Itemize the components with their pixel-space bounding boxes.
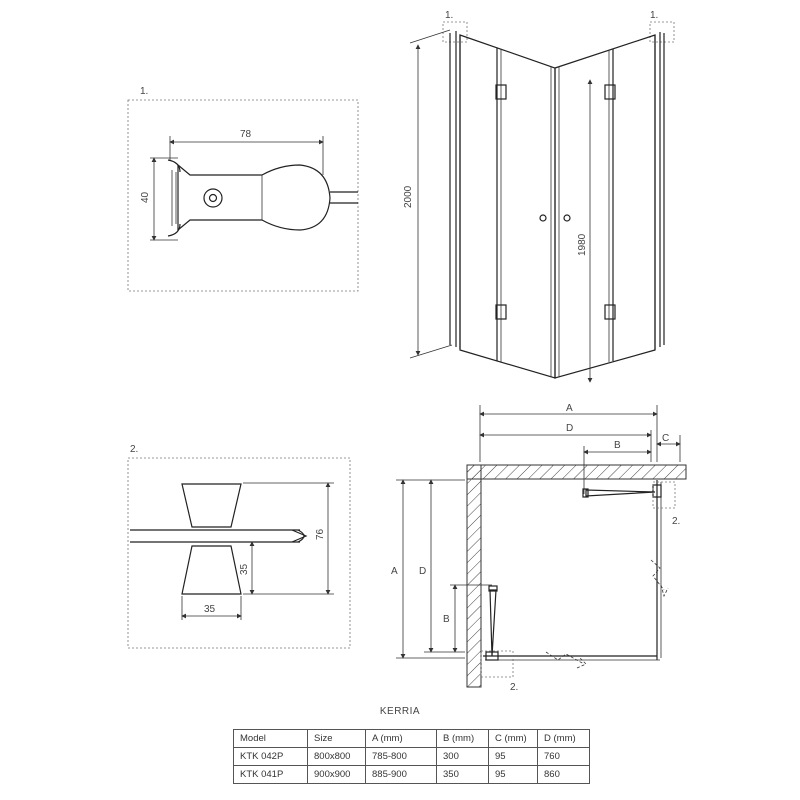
table-header-cell: D (mm) [537,729,590,748]
table-cell: 760 [537,747,590,766]
elevation-view: 1. 1. 2000 1980 [403,10,675,383]
table-header-cell: A (mm) [365,729,437,748]
elevation-knob [539,214,547,222]
table-cell: 95 [488,765,538,784]
plan-callout-bottom: 2. [510,682,518,693]
table-cell: KTK 041P [233,765,308,784]
detail-2-lower-dim: 35 [239,563,250,575]
table-header-cell: C (mm) [488,729,538,748]
table-cell: 300 [436,747,489,766]
table-title: KERRIA [379,706,421,717]
table-header-row: Model Size A (mm) B (mm) C (mm) D (mm) [233,729,590,748]
detail-2-frame [127,457,351,649]
detail-1-frame [127,99,359,292]
detail-1-screw [203,188,223,208]
plan-folded-door-top [585,489,656,497]
detail-1-hinge-profile: 1. 78 40 [127,86,359,292]
plan-folded-door-left [489,589,497,657]
spec-table: Model Size A (mm) B (mm) C (mm) D (mm) K… [233,729,590,784]
table-header-cell: B (mm) [436,729,489,748]
plan-dim-c-top: C [662,433,669,444]
detail-2-width-dim: 35 [204,604,216,615]
table-row: KTK 041P 900x900 885-900 350 95 860 [233,765,590,784]
detail-2-height-dim: 76 [315,528,326,540]
elevation-callout-right: 1. [650,10,658,21]
table-cell: 350 [436,765,489,784]
elevation-callout-box-left [442,21,468,43]
elevation-hinge [604,304,616,320]
elevation-hinge [495,84,507,100]
plan-swing-arrow [650,559,669,598]
table-cell: 860 [537,765,590,784]
detail-2-lower-block [181,545,242,595]
elevation-hinge [604,84,616,100]
plan-dim-a-top: A [566,403,573,414]
plan-dim-b-side: B [443,614,450,625]
detail-2-upper-block [181,483,242,528]
table-row: KTK 042P 800x800 785-800 300 95 760 [233,747,590,766]
detail-2-hinge: 2. 76 35 35 [127,444,351,649]
elevation-knob [563,214,571,222]
plan-wall-top [466,464,687,480]
detail-2-callout: 2. [130,444,138,455]
plan-callout-box-top [652,481,676,509]
table-header-cell: Size [307,729,366,748]
table-cell: 95 [488,747,538,766]
plan-callout-box-bottom [480,650,514,678]
table-header-cell: Model [233,729,308,748]
table-cell: 885-900 [365,765,437,784]
detail-1-profile-body [177,163,331,232]
plan-dim-b-top: B [614,440,621,451]
table-cell: 785-800 [365,747,437,766]
plan-wall-left [466,464,482,688]
plan-dim-d-side: D [419,566,426,577]
table-cell: KTK 042P [233,747,308,766]
table-cell: 800x800 [307,747,366,766]
elevation-callout-box-right [649,21,675,43]
detail-1-callout: 1. [140,86,148,97]
elevation-door-height-dim: 1980 [577,233,588,256]
plan-view: A D B C A D B 2. [391,403,687,693]
plan-callout-top: 2. [672,516,680,527]
table-cell: 900x900 [307,765,366,784]
plan-swing-arrow [545,651,587,669]
detail-1-height-dim: 40 [140,191,151,203]
plan-dim-d-top: D [566,423,573,434]
elevation-hinge [495,304,507,320]
elevation-left-panel [459,34,556,379]
detail-1-width-dim: 78 [240,129,252,140]
elevation-height-dim: 2000 [403,185,414,208]
plan-dim-a-side: A [391,566,398,577]
elevation-callout-left: 1. [445,10,453,21]
